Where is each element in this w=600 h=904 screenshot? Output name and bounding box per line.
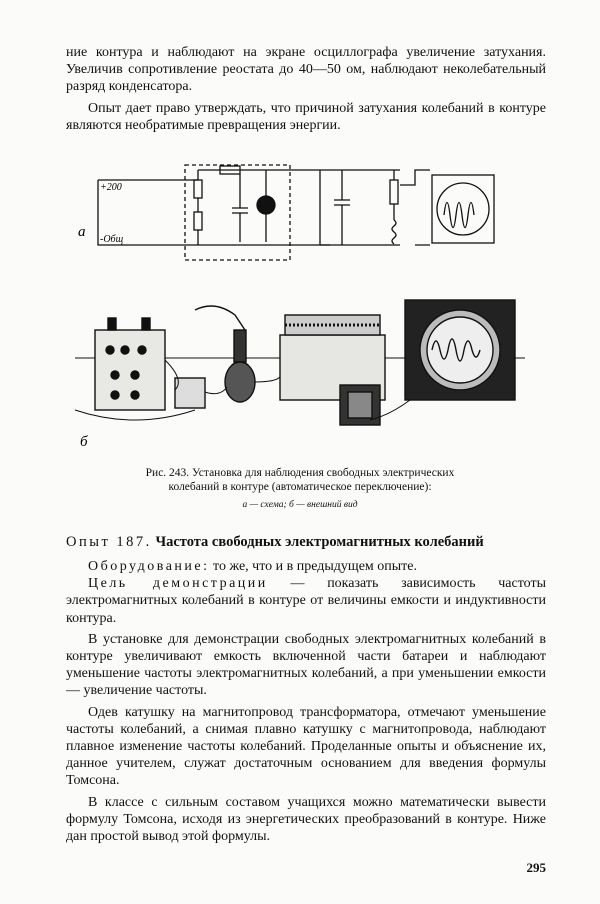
label-a: а: [78, 224, 86, 240]
experiment-title: Частота свободных электромагнитных колеб…: [155, 534, 484, 550]
caption-line-3: а — схема; б — внешний вид: [242, 500, 358, 510]
paragraph-5: В классе с сильным составом учащихся мож…: [66, 794, 546, 845]
label-b: б: [80, 434, 88, 450]
intro-paragraph-1: ние контура и наблюдают на экране осцилл…: [66, 45, 546, 95]
caption-line-2: колебаний в контуре (автоматическое пере…: [168, 481, 432, 493]
apparatus-b: [74, 299, 525, 426]
paragraph-3: В установке для демонстрации свободных э…: [66, 631, 546, 699]
experiment-text: Оборудование: то же, что и в предыдущем …: [66, 558, 546, 845]
caption-line-1: Рис. 243. Установка для наблюдения свобо…: [145, 467, 455, 479]
page-number: 295: [526, 860, 547, 875]
paragraph-4: Одев катушку на магнитопровод трансформа…: [66, 704, 546, 789]
term-common-label: -Общ: [100, 234, 124, 245]
term-plus-label: +200: [100, 182, 122, 193]
goal-label: Цель демонстрации: [88, 576, 268, 592]
equipment-label: Оборудование:: [88, 559, 210, 574]
equipment-text: то же, что и в предыдущем опыте.: [213, 559, 418, 574]
figure-caption: Рис. 243. Установка для наблюдения свобо…: [100, 466, 500, 512]
schematic-a: [97, 164, 495, 261]
goal-text: — показать зависимость частоты электрома…: [66, 576, 546, 626]
experiment-number: Опыт 187.: [66, 534, 152, 550]
experiment-heading: Опыт 187. Частота свободных электромагни…: [66, 534, 546, 551]
intro-text: ние контура и наблюдают на экране осцилл…: [66, 44, 546, 134]
figure-243: +200 -Общ а: [74, 164, 525, 450]
intro-paragraph-2: Опыт дает право утверждать, что причиной…: [66, 100, 546, 133]
